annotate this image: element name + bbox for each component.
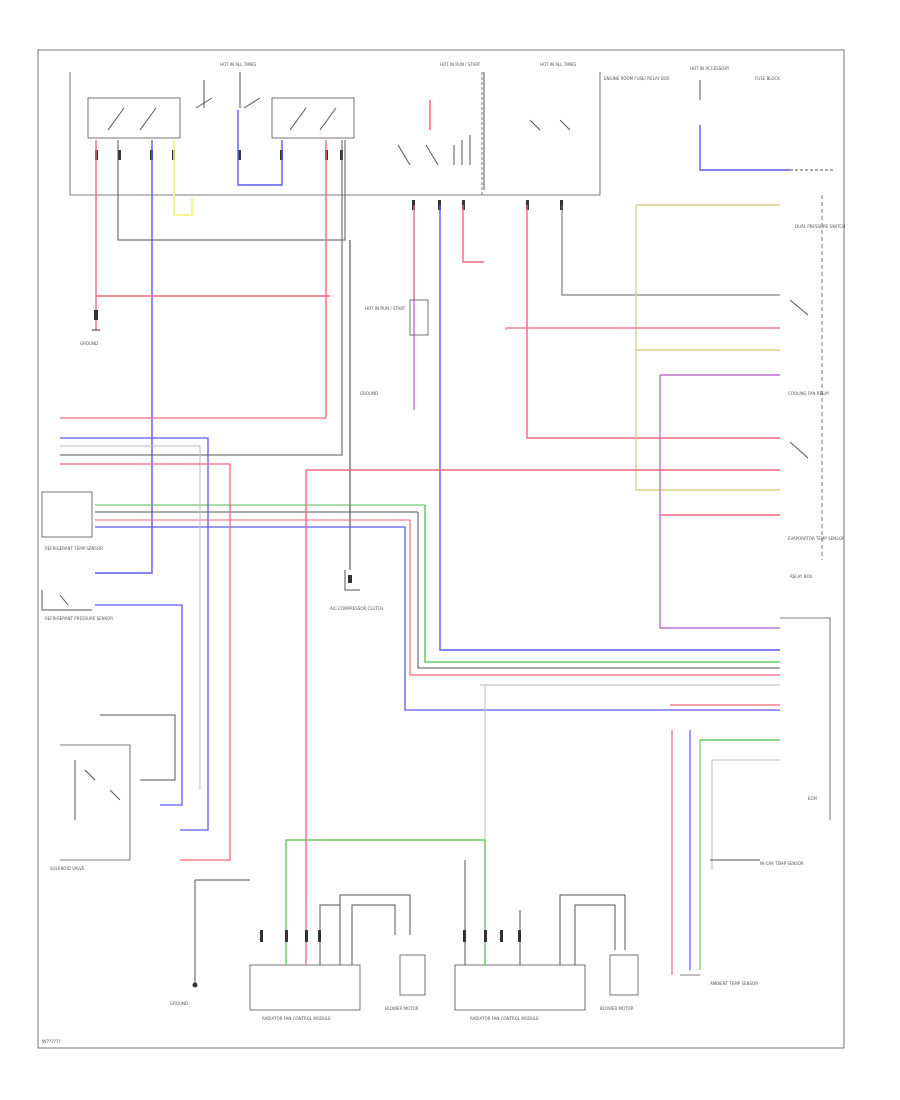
temp-sensor-label: REFRIGERANT TEMP SENSOR — [45, 546, 103, 551]
radiator-fan-a-label: RADIATOR FAN CONTROL MODULE — [262, 1016, 331, 1021]
hot-all-times-right-label: HOT IN ALL TIMES — [540, 62, 576, 67]
relay-box-label: RELAY BOX — [790, 574, 812, 579]
dual-pressure-label: DUAL PRESSURE SWITCH — [795, 224, 845, 229]
in-car-sensor-label: IN-CAR TEMP SENSOR — [760, 861, 804, 866]
hot-all-times-left-label: HOT IN ALL TIMES — [220, 62, 256, 67]
cooling-fan-relay-label: COOLING FAN RELAY — [788, 391, 830, 396]
ground-left-label: GROUND — [80, 341, 98, 346]
pressure-sensor-label: REFRIGERANT PRESSURE SENSOR — [45, 616, 113, 621]
ground-bottom-label: GROUND — [170, 1001, 188, 1006]
fuse-label: HOT IN RUN / START — [365, 306, 406, 311]
lower-left-module: SOLENOID VALVE — [50, 714, 176, 871]
inline-fuse-block: HOT IN RUN / START GROUND — [360, 299, 429, 396]
right-relay-box: RELAY BOX DUAL PRESSURE SWITCH COOLING F… — [788, 195, 845, 579]
fuse-block-right-label: FUSE BLOCK — [755, 76, 780, 81]
blower-motor-a-label: BLOWER MOTOR — [385, 1006, 419, 1011]
sensor-bus: REFRIGERANT TEMP SENSOR — [41, 470, 780, 900]
hot-accessory-label: HOT IN ACCESSORY — [690, 66, 730, 71]
ac-compressor-label: A/C COMPRESSOR CLUTCH — [330, 606, 383, 611]
compressor-clutch: A/C COMPRESSOR CLUTCH — [330, 570, 383, 611]
ground-mid-label: GROUND — [360, 391, 378, 396]
top-wires — [60, 110, 780, 651]
hot-run-start-label: HOT IN RUN / START — [440, 62, 481, 67]
right-module: ECM IN-CAR TEMP SENSOR AMBIENT TEMP SENS… — [480, 617, 831, 986]
bottom-modules: GROUND RADIATOR FAN CONTROL MODULE BLOWE… — [170, 839, 639, 1021]
top-box-connectors — [95, 150, 563, 210]
radiator-fan-b-label: RADIATOR FAN CONTROL MODULE — [470, 1016, 539, 1021]
pressure-sensor: REFRIGERANT PRESSURE SENSOR — [41, 590, 183, 806]
junction-block-label: ENGINE ROOM FUSE/ RELAY BOX — [604, 76, 670, 81]
solenoid-label: SOLENOID VALVE — [50, 866, 85, 871]
evap-sensor-label: EVAPORATOR TEMP SENSOR — [788, 536, 845, 541]
ground-left: GROUND — [80, 310, 100, 346]
top-labels: HOT IN ALL TIMES HOT IN RUN / START HOT … — [220, 62, 670, 81]
right-wires — [306, 204, 780, 629]
left-bus-wires — [60, 437, 231, 861]
footer-code: W?????? — [42, 1039, 61, 1045]
top-fuse-relay-box — [69, 72, 601, 196]
hot-accessory-block: HOT IN ACCESSORY FUSE BLOCK — [690, 66, 835, 171]
ambient-sensor-label: AMBIENT TEMP SENSOR — [710, 981, 758, 986]
blower-motor-b-label: BLOWER MOTOR — [600, 1006, 634, 1011]
diagram-border — [37, 49, 845, 1049]
right-module-label: ECM — [808, 796, 817, 801]
